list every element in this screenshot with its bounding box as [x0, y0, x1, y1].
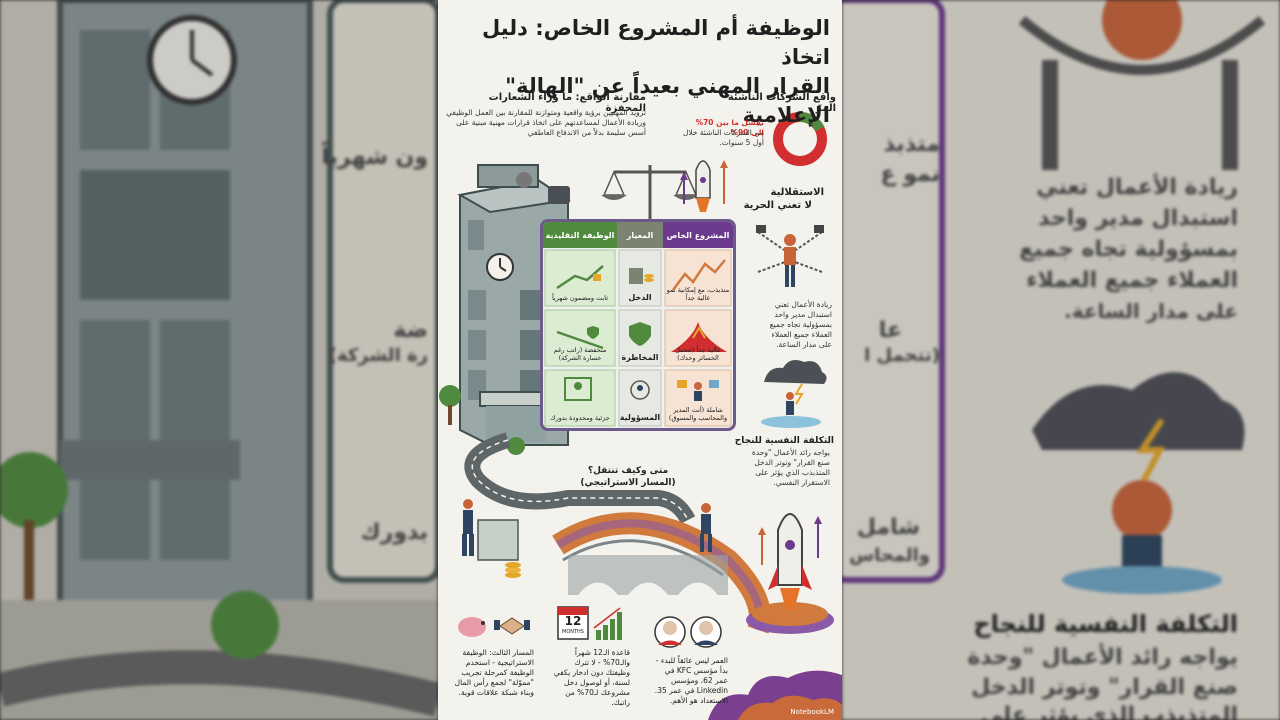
third-path-text: المسار الثالث: الوظيفة الاستراتيجية - اس…	[454, 648, 534, 697]
bg-text: نمو ع	[880, 162, 941, 187]
table-cell: عالية جداً (تتحمل الخسائر وحدك)	[675, 346, 721, 362]
table-cell: ثابت ومضمون شهرياً	[551, 294, 609, 302]
volatile-growth-icon	[672, 259, 726, 291]
responsibility-icon	[630, 380, 650, 400]
bg-text: بدورك	[360, 520, 428, 545]
table-row-label: الدخل	[628, 293, 652, 302]
path-subheading: (المسار الاستراتيجي)	[580, 478, 676, 488]
multi-task-icon	[677, 380, 719, 401]
psych-body: يواجه رائد الأعمال "وحدة صنع القرار" وتو…	[751, 448, 830, 487]
independence-body: ريادة الأعمال تعني استبدال مدير واحد بمس…	[769, 300, 832, 349]
bg-text: المتذبذب الذي يؤثر على	[980, 703, 1238, 720]
bg-text: ون شهرياً	[321, 145, 428, 170]
poster-illustrations	[439, 112, 842, 720]
bg-text: (تتحمل ا	[864, 345, 940, 366]
bg-text: يواجه رائد الأعمال "وحدة	[967, 645, 1238, 670]
money-coins-icon	[629, 268, 654, 284]
bg-text: عا	[878, 318, 902, 343]
startups-highlight: تفشل ما بين 70% إلى 90%	[695, 118, 764, 137]
table-cell: شاملة (أنت المدير والمحاسب والمسوق)	[668, 406, 728, 422]
intro-body: تزويد المهنيين برؤية واقعية ومتوازنة للم…	[446, 108, 646, 137]
table-cell: جزئية ومحدودة بدورك	[550, 414, 610, 422]
bg-text: ريادة الأعمال تعني	[1036, 175, 1238, 200]
psych-heading: التكلفة النفسية للنجاح	[734, 436, 834, 446]
independence-heading: الاستقلالية	[770, 187, 824, 198]
low-risk-shield-icon	[556, 326, 604, 350]
startups-body: من الشركات الناشئة خلال أول 5 سنوات.	[682, 128, 764, 147]
background-left-art	[0, 0, 438, 720]
page-title: الوظيفة أم المشروع الخاص: دليل اتخاذ الق…	[450, 14, 830, 130]
notebooklm-watermark: NotebookLM	[790, 708, 834, 716]
partial-role-icon	[564, 377, 592, 401]
table-cell: منخفضة (راتب رغم خسارة الشركة)	[553, 346, 607, 362]
bg-text: شامل	[856, 515, 920, 540]
bg-text: على مدار الساعة.	[1064, 299, 1238, 323]
shield-icon	[629, 322, 651, 346]
calendar-number: 12	[564, 614, 582, 628]
table-header-job: الوظيفة التقليدية	[543, 222, 617, 248]
infographic-poster: الوظيفة أم المشروع الخاص: دليل اتخاذ الق…	[438, 0, 842, 720]
background-left: ون شهرياً ضة رة الشركة) بدورك	[0, 0, 438, 720]
path-heading: متى وكيف تنتقل؟	[587, 466, 669, 476]
calendar-icon	[557, 606, 589, 640]
title-line: القرار المهني بعيداً عن "الهالة" الإعلام…	[505, 74, 830, 127]
failure-donut-chart	[773, 112, 827, 166]
founder-portrait-icon	[654, 616, 686, 648]
table-header-business: المشروع الخاص	[663, 222, 733, 248]
career-road-path	[464, 432, 771, 634]
comparison-table: الوظيفة التقليدية المعيار المشروع الخاص	[540, 219, 736, 431]
stable-growth-icon	[556, 265, 604, 290]
startups-heading: واقع الشركات الناشئة المرّ	[727, 92, 836, 114]
rocket-icon	[680, 160, 728, 212]
coins-icon	[505, 562, 521, 578]
bg-text: ضة	[393, 318, 428, 343]
bg-text: والمحاس	[849, 545, 930, 566]
table-row-label: المخاطرة	[621, 353, 659, 362]
high-risk-chart-icon	[671, 322, 727, 352]
title-line: الوظيفة أم المشروع الخاص: دليل اتخاذ	[481, 16, 830, 69]
bg-text: بمسؤولية تجاه جميع	[1019, 237, 1238, 262]
bg-text: متذبذ	[883, 132, 940, 157]
table-cell: متذبذب، مع إمكانية نمو عالية جداً	[666, 286, 730, 302]
founder-portrait-icon	[690, 616, 722, 648]
chained-person-icon	[756, 225, 824, 287]
bg-text: التكلفة النفسية للنجاح	[973, 610, 1238, 638]
table-header-criterion: المعيار	[617, 222, 663, 248]
background-right: متذبذ نمو ع ريادة الأعمال تعني استبدال م…	[842, 0, 1280, 720]
bg-text: صنع القرار" وتوتر الدخل	[971, 675, 1238, 700]
rule-12-months-text: قاعدة الـ12 شهراً والـ70% - لا تترك وظيف…	[553, 648, 630, 707]
calendar-label: MONTHS	[562, 629, 584, 635]
age-not-obstacle-text: العمر ليس عائقاً للبدء - بدأ مؤسس KFC في…	[654, 656, 728, 705]
growth-bars-icon	[593, 607, 622, 640]
storm-cloud-icon	[761, 360, 827, 428]
handshake-icon	[494, 617, 530, 635]
bg-text: استبدال مدير واحد	[1038, 206, 1238, 231]
walking-person-icon	[700, 503, 712, 552]
bg-text: رة الشركة)	[328, 345, 428, 366]
launch-rocket-icon	[746, 513, 834, 634]
intro-heading: مقارنة الواقع: ما وراء الشعارات المحفزة	[488, 92, 646, 114]
table-row-label: المسؤولية	[619, 413, 661, 422]
businessman-icon	[462, 499, 519, 561]
table-grid	[544, 249, 732, 427]
piggy-bank-icon	[458, 617, 486, 637]
independence-subheading: لا تعني الحرية	[743, 200, 812, 211]
bg-text: العملاء جميع العملاء	[1026, 268, 1238, 293]
background-right-art	[842, 0, 1280, 720]
